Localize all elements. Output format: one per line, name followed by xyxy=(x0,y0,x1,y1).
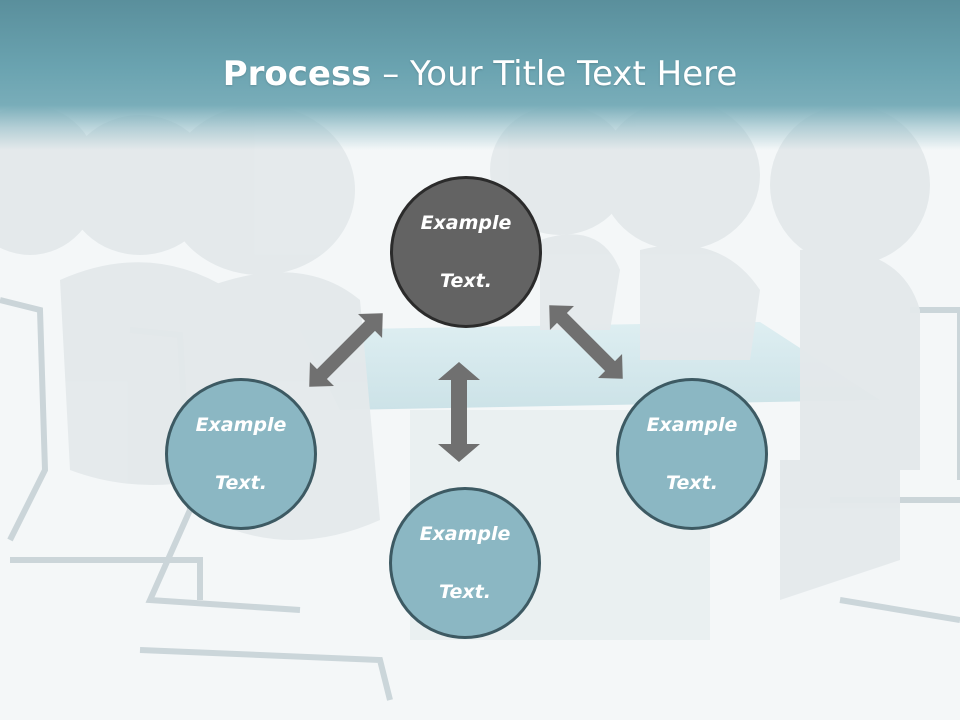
circle-left-line2: Text. xyxy=(215,471,267,494)
circle-bottom-line1: Example xyxy=(419,522,511,545)
double-arrow-icon-vertical xyxy=(438,362,480,462)
circle-bottom-line2: Text. xyxy=(439,580,491,603)
title-bold: Process xyxy=(222,54,372,94)
circle-right-line1: Example xyxy=(646,413,738,436)
circle-right-line2: Text. xyxy=(666,471,718,494)
title-banner xyxy=(0,0,960,150)
double-arrow-icon-top-left xyxy=(309,313,383,387)
circle-left-line1: Example xyxy=(195,413,287,436)
slide-title: Process – Your Title Text Here xyxy=(0,52,960,96)
circle-top-line1: Example xyxy=(420,211,512,234)
double-arrow-icon-top-right xyxy=(549,305,623,379)
title-rest: – Your Title Text Here xyxy=(371,54,738,94)
circle-top-line2: Text. xyxy=(440,269,492,292)
